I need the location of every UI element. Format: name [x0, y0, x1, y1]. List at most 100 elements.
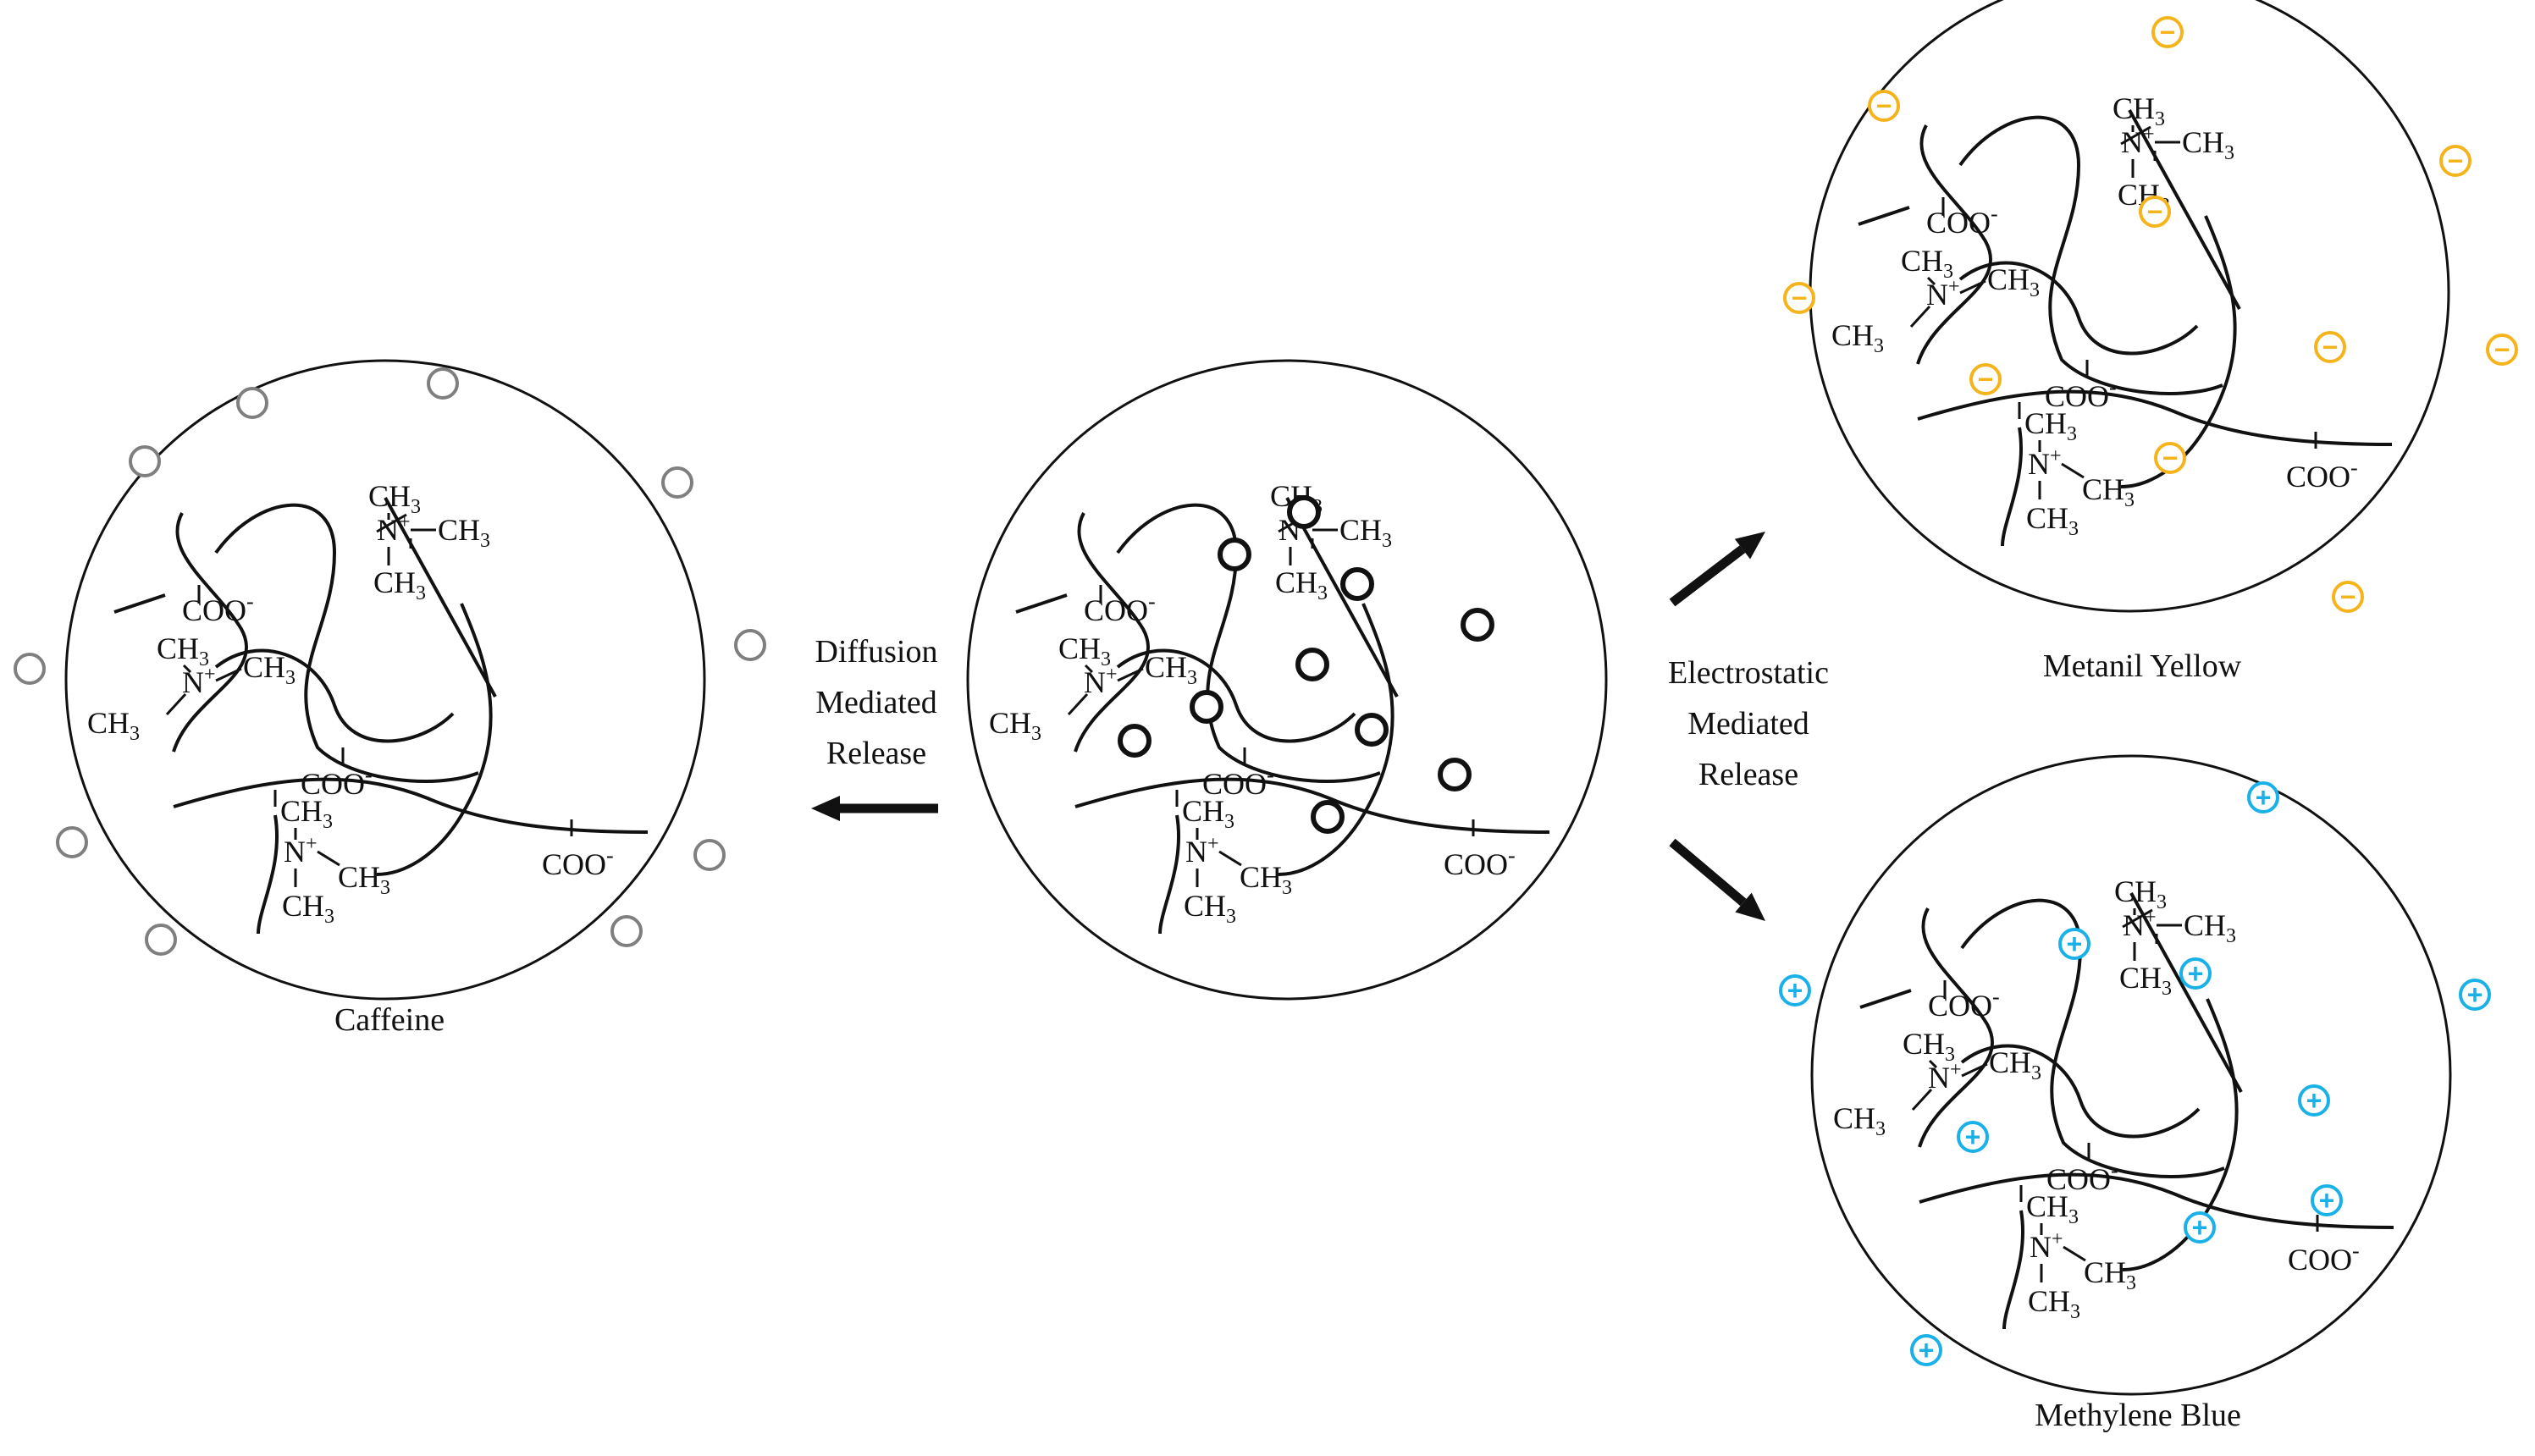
carboxylate-label: COO-: [1928, 984, 2000, 1023]
metanil-yellow-label: Metanil Yellow: [2042, 648, 2242, 684]
anionic-dye-icon: −: [2139, 196, 2171, 228]
svg-text:+: +: [2306, 1085, 2322, 1116]
electrostatic-release-label: Electrostatic Mediated Release: [1634, 648, 1863, 800]
caffeine-molecule-icon: [734, 629, 766, 661]
cationic-dye-icon: +: [1779, 974, 1811, 1007]
svg-text:−: −: [1792, 283, 1808, 313]
cationic-dye-icon: +: [1957, 1121, 1989, 1153]
caffeine-molecule-icon: [145, 924, 177, 956]
caffeine-molecule-icon: [693, 839, 726, 871]
caffeine-molecule-icon: [129, 445, 161, 477]
ammonium-label: N+: [1084, 664, 1118, 699]
methyl-label: CH3: [338, 860, 390, 899]
methyl-label: CH3: [1989, 1045, 2041, 1084]
carboxylate-label: COO-: [1926, 201, 1998, 240]
svg-text:−: −: [2160, 17, 2176, 47]
methyl-label: CH3: [1901, 244, 1953, 283]
carboxylate-label: COO-: [1084, 589, 1156, 627]
methyl-label: CH3: [1184, 889, 1236, 928]
cationic-dye-icon: +: [2184, 1211, 2216, 1244]
anionic-dye-icon: −: [2332, 581, 2364, 613]
methyl-label: CH3: [373, 565, 426, 604]
svg-text:+: +: [1787, 975, 1803, 1006]
caffeine-molecule-icon: [610, 915, 643, 947]
methyl-label: CH3: [1831, 318, 1884, 357]
loaded-dye-molecule-icon: [1311, 800, 1345, 834]
svg-text:−: −: [2322, 332, 2339, 362]
ammonium-label: N+: [2123, 907, 2157, 942]
anionic-dye-icon: −: [1969, 363, 2002, 395]
methyl-label: CH3: [1240, 860, 1292, 899]
loaded-dye-molecule-icon: [1355, 713, 1389, 747]
caffeine-molecule-icon: [661, 466, 693, 499]
ammonium-label: N+: [377, 511, 411, 547]
carboxylate-label: COO-: [1444, 843, 1516, 881]
caffeine-molecule-icon: [236, 387, 268, 419]
methyl-label: CH3: [2084, 1255, 2136, 1294]
cationic-dye-icon: +: [2179, 957, 2212, 990]
cationic-dye-icon: +: [2311, 1184, 2343, 1216]
cationic-dye-icon: +: [1910, 1334, 1942, 1366]
methyl-label: CH3: [2114, 874, 2167, 913]
svg-text:−: −: [2494, 334, 2510, 365]
carboxylate-label: COO-: [2046, 1158, 2118, 1196]
methyl-label: CH3: [87, 706, 140, 745]
svg-text:+: +: [2188, 958, 2204, 989]
caffeine-label: Caffeine: [334, 1002, 445, 1038]
anionic-dye-icon: −: [2439, 145, 2471, 177]
caffeine-molecule-icon: [427, 367, 459, 400]
loaded-particle: COO-N+CH3CH3CH3N+CH3CH3CH3COO-N+CH3CH3CH…: [966, 359, 1608, 1001]
methyl-label: CH3: [1058, 631, 1111, 670]
svg-text:−: −: [2147, 196, 2163, 227]
ammonium-label: N+: [1926, 276, 1960, 312]
methyl-label: CH3: [989, 706, 1041, 745]
cationic-dye-icon: +: [2298, 1084, 2330, 1117]
diffusion-word: Diffusion: [815, 634, 938, 670]
ammonium-label: N+: [1928, 1059, 1962, 1095]
carboxylate-label: COO-: [301, 763, 373, 801]
loaded-dye-molecule-icon: [1340, 567, 1374, 601]
methyl-label: CH3: [438, 513, 490, 552]
ammonium-label: N+: [284, 833, 318, 869]
methyl-label: CH3: [243, 650, 295, 689]
svg-text:+: +: [2319, 1185, 2335, 1216]
methyl-label: CH3: [2182, 125, 2234, 164]
anionic-dye-icon: −: [1783, 282, 1815, 314]
anionic-dye-icon: −: [2486, 334, 2518, 366]
carboxylate-label: COO-: [2045, 375, 2117, 413]
caffeine-molecule-icon: [56, 826, 88, 858]
methyl-label: CH3: [157, 631, 209, 670]
anionic-dye-icon: −: [1868, 90, 1900, 122]
cationic-dye-icon: +: [2459, 979, 2491, 1011]
diffusion-release-word: Release: [826, 736, 927, 771]
polymer-network: [966, 359, 1608, 1001]
electrostatic-release-arrow-up-icon: [1669, 532, 1765, 607]
ammonium-label: N+: [182, 664, 216, 699]
svg-text:+: +: [2256, 782, 2272, 813]
methyl-label: CH3: [1987, 262, 2040, 301]
ammonium-label: N+: [2121, 124, 2155, 159]
diffusion-release-label: Diffusion Mediated Release: [775, 626, 978, 779]
diffusion-mediated-word: Mediated: [815, 685, 937, 720]
methyl-label: CH3: [282, 889, 334, 928]
ammonium-label: N+: [2028, 445, 2062, 481]
svg-text:+: +: [1965, 1122, 1981, 1152]
loaded-dye-molecule-icon: [1287, 495, 1321, 529]
methyl-label: CH3: [2024, 406, 2077, 445]
polymer-network: [64, 359, 706, 1001]
methyl-label: CH3: [2119, 961, 2172, 1000]
methyl-label: CH3: [2026, 501, 2079, 540]
cationic-dye-icon: +: [2058, 928, 2090, 960]
electrostatic-release-word: Release: [1698, 757, 1799, 792]
carboxylate-label: COO-: [182, 589, 254, 627]
svg-text:−: −: [1876, 91, 1892, 121]
methyl-label: CH3: [2026, 1189, 2079, 1228]
svg-text:−: −: [2448, 146, 2464, 176]
carboxylate-label: COO-: [2288, 1238, 2360, 1277]
diffusion-release-arrow-icon: [811, 796, 938, 821]
svg-text:+: +: [2192, 1212, 2208, 1243]
anionic-dye-icon: −: [2314, 331, 2346, 363]
